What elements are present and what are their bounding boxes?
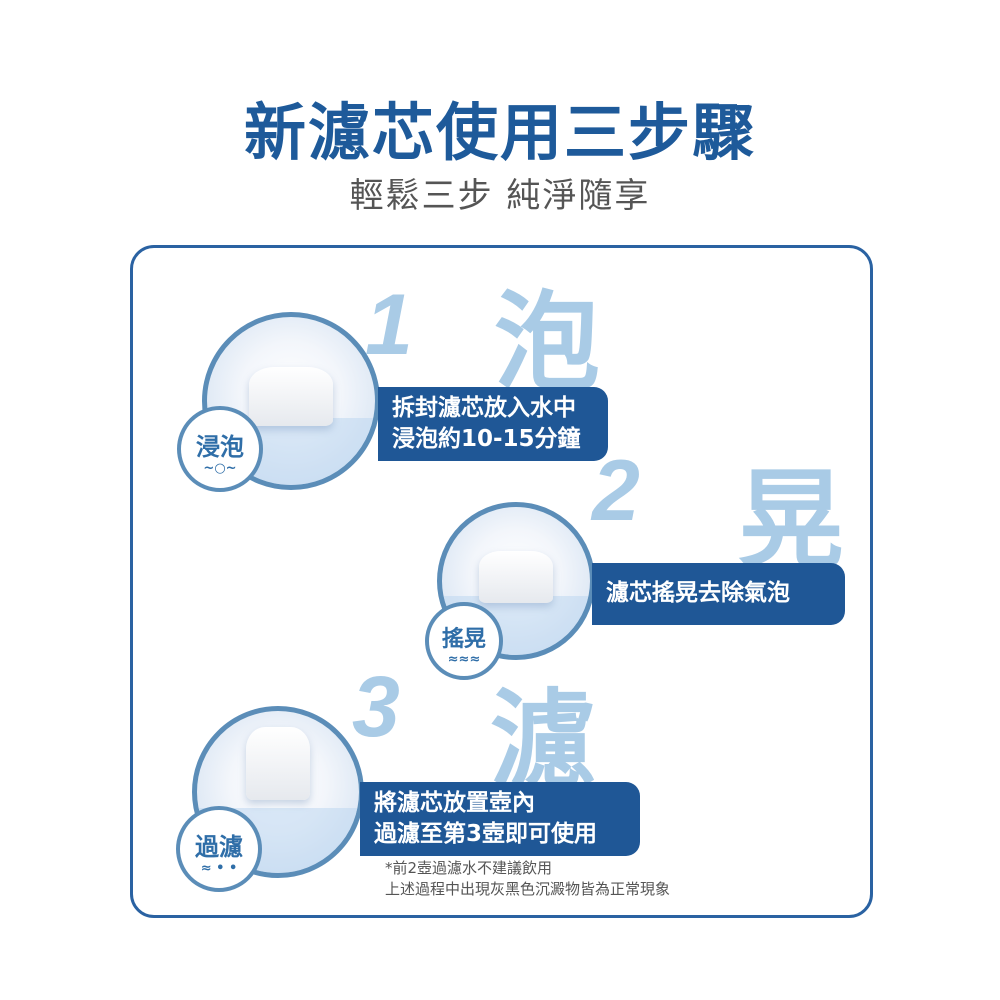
footnote-line-1: *前2壺過濾水不建議飲用 — [385, 859, 553, 877]
filter-cartridge-image — [249, 367, 333, 427]
water-drops-icon: ≈ • • — [200, 861, 238, 877]
filter-label: 過濾 — [195, 833, 243, 862]
step-3-instruction: 將濾芯放置壺內 過濾至第3壺即可使用 — [360, 782, 640, 856]
step-3-badge: 過濾 ≈ • • — [176, 806, 262, 892]
step-1-line-1: 拆封濾芯放入水中 — [392, 395, 576, 421]
shake-label: 搖晃 — [441, 627, 486, 653]
pitcher-image — [245, 727, 311, 801]
step-3-keyword: 濾 — [490, 679, 596, 802]
soak-label: 浸泡 — [196, 433, 244, 462]
footnote-line-2: 上述過程中出現灰黑色沉澱物皆為正常現象 — [385, 880, 671, 898]
filter-cartridge-image — [479, 551, 553, 604]
page-title: 新濾芯使用三步驟 — [243, 96, 756, 169]
step-2-instruction: 濾芯搖晃去除氣泡 — [592, 563, 845, 625]
step-2-badge: 搖晃 ≈≈≈ — [425, 602, 503, 680]
step-2-number: 2 — [592, 443, 640, 539]
step-3-line-2: 過濾至第3壺即可使用 — [374, 821, 598, 847]
steps-panel — [130, 245, 873, 918]
step-2-keyword: 晃 — [738, 459, 844, 582]
water-wave-icon: ~○~ — [203, 461, 237, 477]
step-1-line-2: 浸泡約10-15分鐘 — [392, 426, 581, 452]
step-2-line-1: 濾芯搖晃去除氣泡 — [606, 580, 790, 606]
step-1-keyword: 泡 — [494, 281, 600, 404]
step-3-line-1: 將濾芯放置壺內 — [374, 790, 535, 816]
step-1-instruction: 拆封濾芯放入水中 浸泡約10-15分鐘 — [378, 387, 608, 461]
step-1-number: 1 — [365, 277, 413, 373]
water-wave-icon: ≈≈≈ — [447, 652, 481, 668]
step-1-badge: 浸泡 ~○~ — [177, 406, 263, 492]
footnote: *前2壺過濾水不建議飲用 上述過程中出現灰黑色沉澱物皆為正常現象 — [385, 858, 670, 900]
page-subtitle: 輕鬆三步 純淨隨享 — [349, 176, 651, 216]
step-3-number: 3 — [352, 659, 400, 755]
